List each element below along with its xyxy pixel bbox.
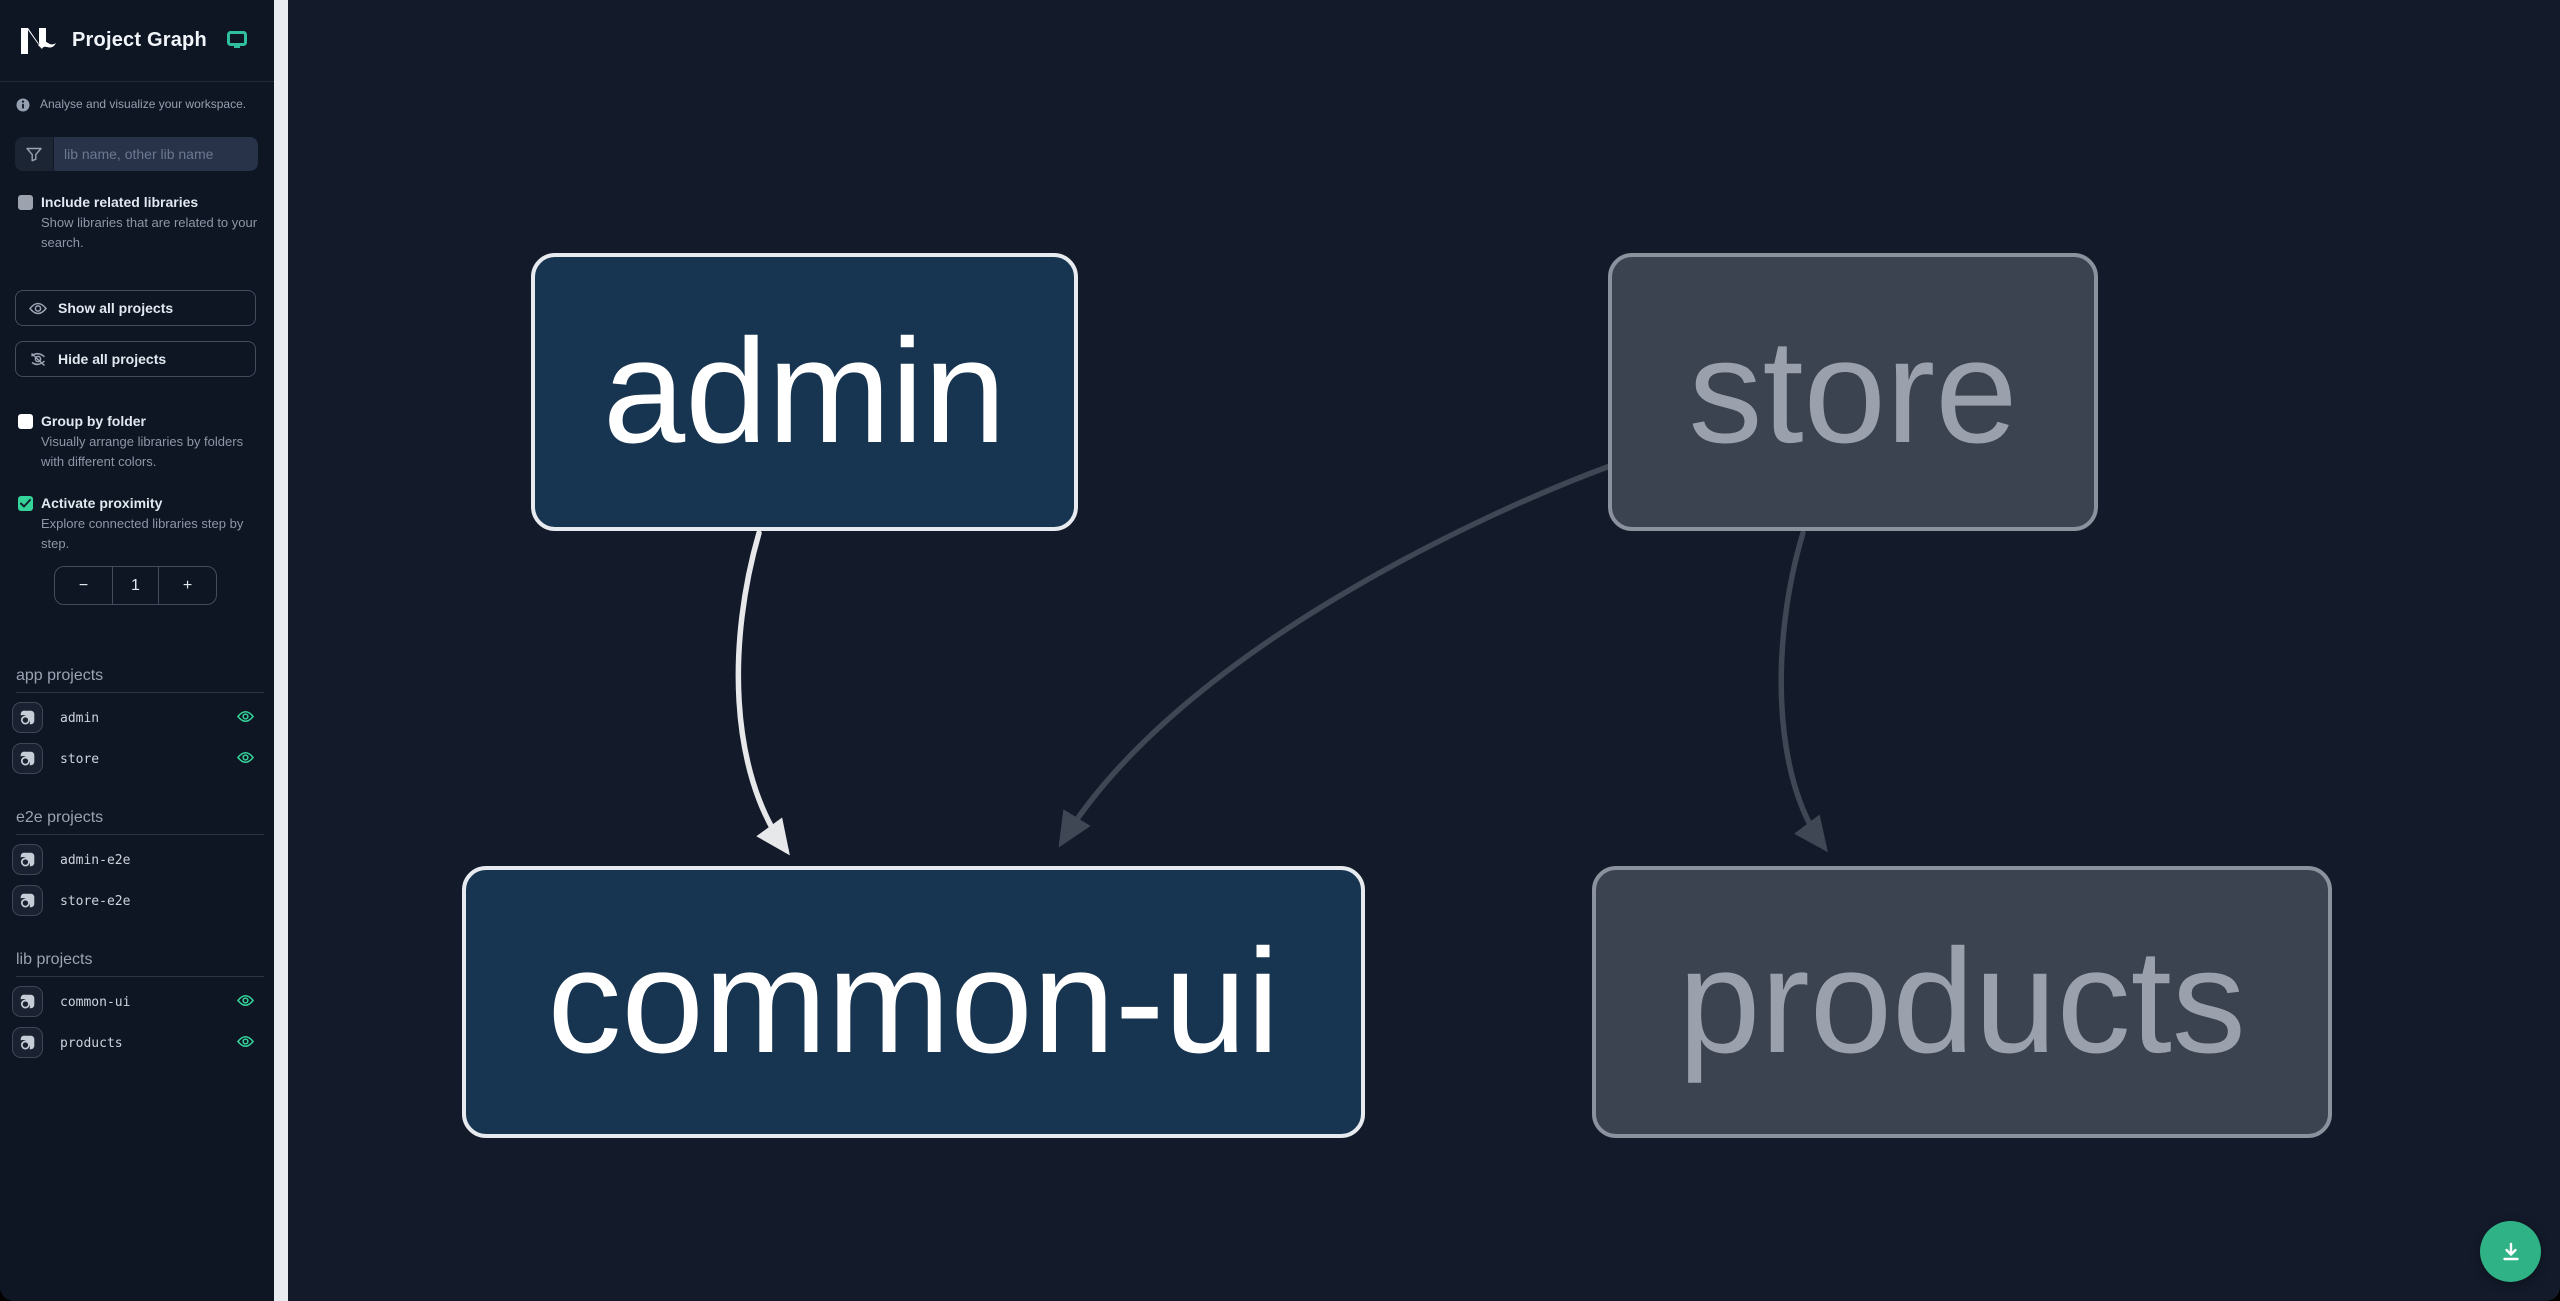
search-bar — [15, 137, 258, 171]
node-label: products — [1678, 919, 2246, 1084]
edge-admin-to-common-ui[interactable] — [735, 530, 790, 856]
hide-all-label: Hide all projects — [58, 351, 167, 367]
depth-value: 1 — [112, 567, 158, 604]
activate-proximity-option: Activate proximity Explore connected lib… — [0, 494, 274, 554]
eye-visible-icon — [237, 995, 254, 1006]
project-row-common-ui[interactable]: common-ui — [12, 986, 264, 1018]
project-name: admin-e2e — [60, 852, 131, 868]
section-lib-projects: lib projects common-ui — [12, 951, 264, 1059]
project-row-admin-e2e[interactable]: admin-e2e — [12, 844, 264, 876]
group-by-folder-description: Visually arrange libraries by folders wi… — [41, 434, 244, 469]
toggle-visibility-button[interactable] — [237, 994, 254, 1007]
focus-project-button[interactable] — [12, 885, 43, 916]
graph-node-store[interactable]: store — [1608, 253, 2098, 531]
activate-proximity-checkbox[interactable] — [18, 496, 33, 511]
project-row-store-e2e[interactable]: store-e2e — [12, 885, 264, 917]
focus-icon — [20, 893, 35, 908]
focus-project-button[interactable] — [12, 1027, 43, 1058]
workspace-info: Analyse and visualize your workspace. — [16, 97, 258, 112]
activate-proximity-label[interactable]: Activate proximity — [41, 495, 163, 511]
info-icon — [16, 98, 30, 112]
eye-visible-icon — [237, 752, 254, 763]
focus-project-button[interactable] — [12, 986, 43, 1017]
node-label: admin — [602, 309, 1007, 474]
download-image-button[interactable] — [2480, 1221, 2541, 1282]
section-app-projects: app projects admin — [12, 667, 264, 775]
toggle-visibility-button[interactable] — [237, 1035, 254, 1048]
group-by-folder-option: Group by folder Visually arrange librari… — [0, 412, 274, 472]
include-related-description: Show libraries that are related to your … — [41, 215, 258, 250]
focus-project-button[interactable] — [12, 844, 43, 875]
hide-all-projects-button[interactable]: Hide all projects — [15, 341, 256, 377]
eye-icon — [29, 302, 47, 314]
section-heading: e2e projects — [16, 809, 264, 835]
focus-project-button[interactable] — [12, 743, 43, 774]
project-name: store-e2e — [60, 893, 131, 909]
activate-proximity-description: Explore connected libraries step by step… — [41, 516, 244, 551]
group-by-folder-checkbox[interactable] — [18, 414, 33, 429]
search-input[interactable] — [54, 137, 258, 171]
edge-store-to-products[interactable] — [1778, 530, 1828, 853]
project-name: store — [60, 751, 100, 767]
system-theme-button[interactable] — [226, 31, 247, 50]
include-related-option: Include related libraries Show libraries… — [0, 193, 274, 253]
focus-icon — [20, 751, 35, 766]
eye-visible-icon — [237, 711, 254, 722]
filter-funnel-icon — [26, 147, 42, 161]
proximity-depth-stepper: − 1 + — [54, 566, 217, 605]
project-name: admin — [60, 710, 100, 726]
project-row-admin[interactable]: admin — [12, 702, 264, 734]
node-label: common-ui — [547, 919, 1280, 1084]
graph-node-products[interactable]: products — [1592, 866, 2332, 1138]
project-name: products — [60, 1035, 123, 1051]
section-heading: app projects — [16, 667, 264, 693]
section-heading: lib projects — [16, 951, 264, 977]
monitor-icon — [226, 31, 247, 48]
graph-node-admin[interactable]: admin — [531, 253, 1078, 531]
toggle-visibility-button[interactable] — [237, 710, 254, 723]
toggle-visibility-button[interactable] — [237, 751, 254, 764]
sidebar-header: Project Graph — [0, 0, 274, 82]
check-icon — [20, 499, 31, 508]
sidebar-resize-handle[interactable] — [274, 0, 288, 1301]
project-row-store[interactable]: store — [12, 743, 264, 775]
focus-project-button[interactable] — [12, 702, 43, 733]
workspace-tagline: Analyse and visualize your workspace. — [40, 97, 247, 111]
focus-icon — [20, 852, 35, 867]
depth-increment-button[interactable]: + — [158, 567, 216, 604]
graph-node-common-ui[interactable]: common-ui — [462, 866, 1365, 1138]
download-icon — [2502, 1242, 2519, 1260]
edge-store-to-common-ui[interactable] — [1058, 463, 1613, 848]
focus-icon — [20, 1035, 35, 1050]
include-related-checkbox[interactable] — [18, 195, 33, 210]
focus-icon — [20, 710, 35, 725]
include-related-label[interactable]: Include related libraries — [41, 194, 199, 210]
section-e2e-projects: e2e projects admin-e2e store- — [12, 809, 264, 917]
depth-decrement-button[interactable]: − — [55, 567, 112, 604]
node-label: store — [1688, 309, 2018, 474]
project-name: common-ui — [60, 994, 131, 1010]
sidebar: Project Graph Analyse and visualize your… — [0, 0, 274, 1301]
focus-icon — [20, 994, 35, 1009]
app-title: Project Graph — [72, 29, 207, 51]
show-all-projects-button[interactable]: Show all projects — [15, 290, 256, 326]
group-by-folder-label[interactable]: Group by folder — [41, 413, 146, 429]
show-all-label: Show all projects — [58, 300, 174, 316]
eye-off-icon — [30, 352, 46, 366]
project-row-products[interactable]: products — [12, 1027, 264, 1059]
filter-icon-cell — [15, 137, 54, 171]
nx-logo-icon — [21, 27, 56, 54]
eye-visible-icon — [237, 1036, 254, 1047]
